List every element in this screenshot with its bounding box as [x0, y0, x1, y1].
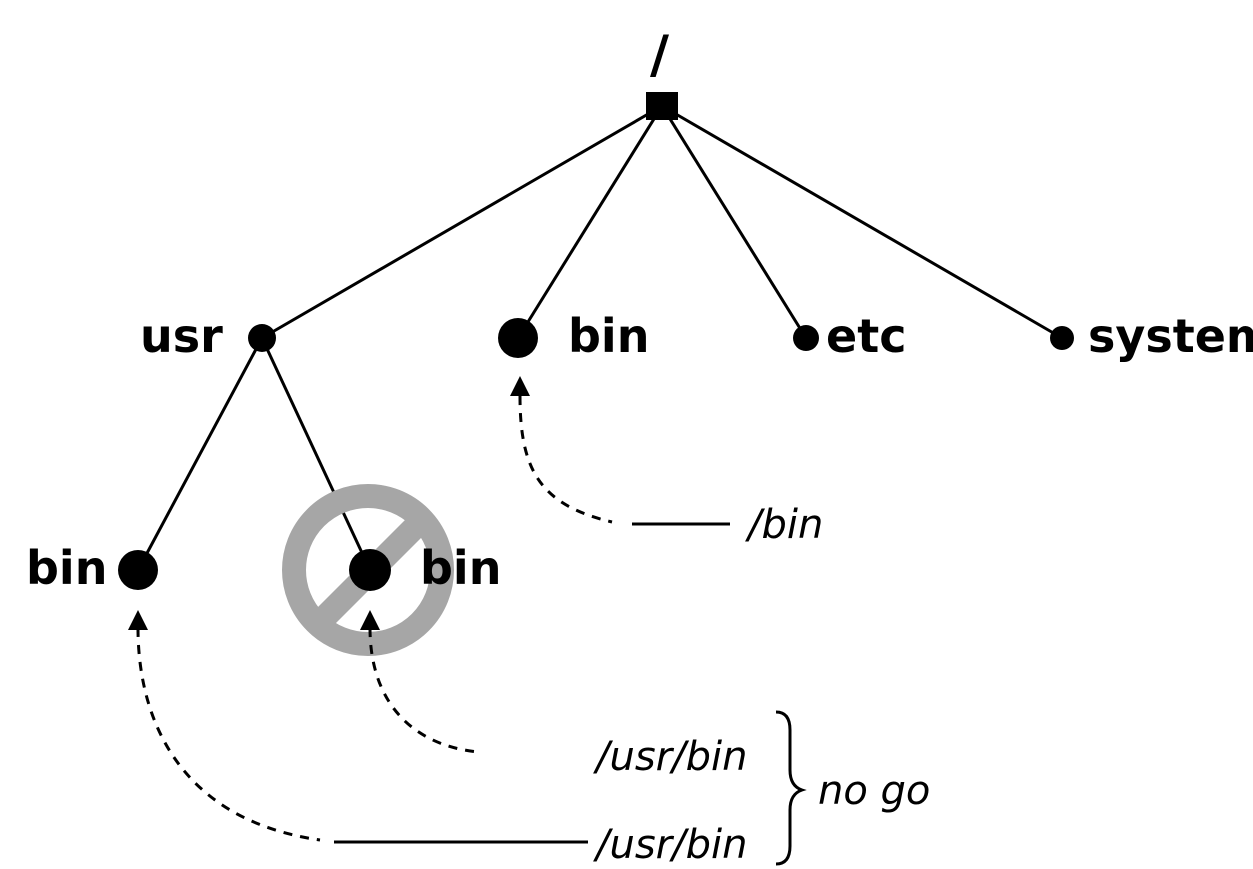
usr-bin-path-arrow-prohibited — [360, 610, 479, 754]
bin-node — [498, 318, 538, 358]
root-node — [646, 92, 678, 120]
no-go-brace — [775, 710, 807, 866]
bin-path-arrow — [510, 376, 730, 526]
edge-usr-bin-right — [260, 337, 372, 571]
usr-bin-path-arrow-left — [128, 610, 588, 844]
usr-bin-left-node — [118, 550, 158, 590]
usr-bin-path-label-1: /usr/bin — [593, 734, 747, 780]
root-label: / — [650, 25, 669, 85]
usr-node — [248, 324, 276, 352]
usr-label: usr — [140, 309, 223, 363]
etc-label: etc — [826, 309, 906, 363]
usr-bin-right-label: bin — [420, 541, 501, 595]
edge-root-system — [661, 104, 1063, 340]
usr-bin-path-label-2: /usr/bin — [593, 822, 747, 868]
bin-path-label: /bin — [745, 502, 823, 548]
edge-root-etc — [660, 105, 808, 339]
edge-root-bin — [516, 105, 664, 339]
system-label: system — [1088, 309, 1253, 363]
system-node — [1050, 326, 1074, 350]
usr-bin-right-node — [349, 549, 391, 591]
edge-root-usr — [261, 104, 663, 340]
etc-node — [793, 325, 819, 351]
edge-usr-bin-left — [136, 337, 264, 571]
no-go-label: no go — [818, 768, 930, 814]
bin-label: bin — [568, 309, 649, 363]
usr-bin-left-label: bin — [26, 541, 107, 595]
